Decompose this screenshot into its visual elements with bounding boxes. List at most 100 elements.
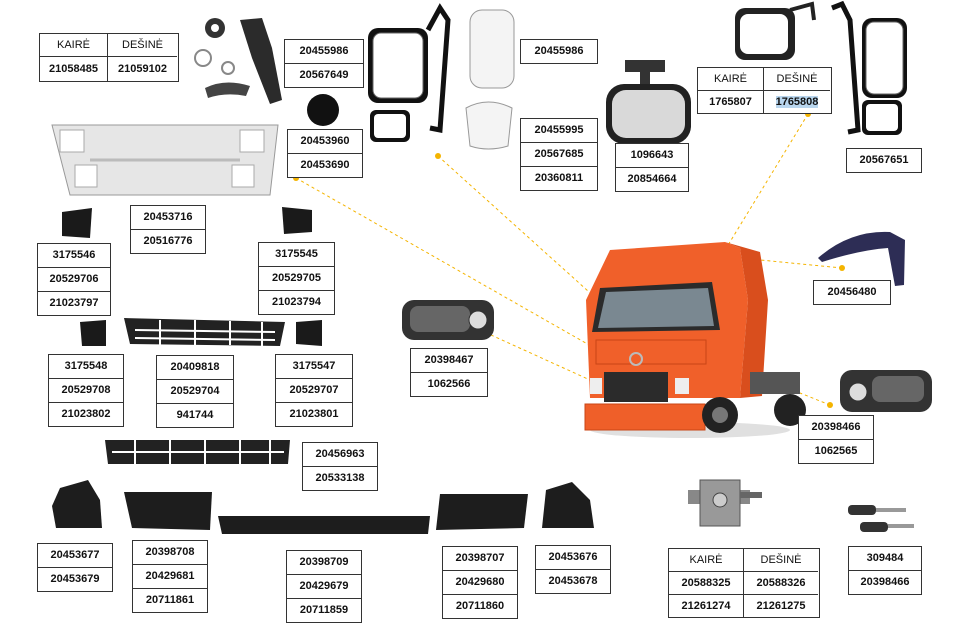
part-number: 20398707 xyxy=(443,547,517,571)
part-box-step-mechanism: 20455986 20567649 xyxy=(284,39,364,88)
part-number: 20398709 xyxy=(287,551,361,575)
part-number: 20453960 xyxy=(288,130,362,154)
mirror-glass-b-icon xyxy=(465,101,513,150)
part-number: 20398466 xyxy=(860,576,910,588)
side-trim-right-upper-icon xyxy=(282,207,312,234)
part-number: 20429681 xyxy=(133,565,207,589)
part-number: 20429679 xyxy=(287,575,361,599)
part-number: 3175546 xyxy=(38,244,110,268)
part-number: 20529707 xyxy=(276,379,352,403)
part-number: 20529706 xyxy=(38,268,110,292)
side-trim-left-lower-icon xyxy=(80,320,106,346)
part-number: 3175545 xyxy=(259,243,334,267)
side-trim-right-lower-icon xyxy=(296,320,322,346)
table-value: 20588326 xyxy=(744,572,818,595)
door-lock-icon xyxy=(688,479,762,527)
mirror-glass-a-icon xyxy=(469,9,515,89)
table-header-right: DEŠINĖ xyxy=(744,549,818,572)
table-value-right: 21059102 xyxy=(118,63,167,75)
part-number: 20529708 xyxy=(49,379,123,403)
part-box-side-right-upper: 3175545 20529705 21023794 xyxy=(258,242,335,315)
part-number: 1062565 xyxy=(814,445,858,457)
bumper-center-icon xyxy=(218,516,430,534)
part-box-cap: 20453960 20453690 xyxy=(287,129,363,178)
part-number: 20529704 xyxy=(157,380,233,404)
highlighted-part-number[interactable]: 1765808 xyxy=(775,96,819,108)
part-box-mirror-right: 20567651 xyxy=(846,148,922,173)
part-number: 20429680 xyxy=(443,571,517,595)
mirror-left-side-table: KAIRĖ DEŠINĖ 21058485 21059102 xyxy=(39,33,179,82)
bumper-left-icon xyxy=(124,492,212,530)
part-box-keys: 309484 20398466 xyxy=(848,546,922,595)
table-value: 21261275 xyxy=(756,600,806,612)
part-number: 20409818 xyxy=(157,356,233,380)
part-number: 20398708 xyxy=(133,541,207,565)
part-number: 20711860 xyxy=(455,600,505,612)
part-box-side-left-upper: 3175546 20529706 21023797 xyxy=(37,243,111,316)
part-number: 20453716 xyxy=(131,206,205,230)
headlamp-center-icon xyxy=(402,300,494,340)
part-number: 1062566 xyxy=(427,378,471,390)
part-number: 20398466 xyxy=(799,416,873,440)
part-number: 20360811 xyxy=(534,172,584,184)
table-header-right: DEŠINĖ xyxy=(764,68,830,91)
part-box-bumper-right: 20398707 20429680 20711860 xyxy=(442,546,518,619)
mirror-right-side-table: KAIRĖ DEŠINĖ 1765807 1765808 xyxy=(697,67,832,114)
cap-icon xyxy=(307,94,339,126)
part-box-mirror-glass-a: 20455986 xyxy=(520,39,598,64)
truck-icon xyxy=(584,242,806,438)
corner-right-icon xyxy=(542,482,594,528)
grille-panel-icon xyxy=(51,124,279,196)
part-number: 20516776 xyxy=(143,235,193,247)
part-number: 20453678 xyxy=(548,575,598,587)
part-box-bumper-center: 20398709 20429679 20711859 xyxy=(286,550,362,623)
part-number: 20455986 xyxy=(534,45,584,57)
part-number: 20453679 xyxy=(50,573,100,585)
table-header-left: KAIRĖ xyxy=(40,34,108,57)
part-number: 20567649 xyxy=(299,69,349,81)
part-box-mirror-glass-b: 20455995 20567685 20360811 xyxy=(520,118,598,191)
front-mirror-icon xyxy=(606,60,691,144)
bottom-grille-icon xyxy=(105,440,290,464)
table-header-left: KAIRĖ xyxy=(669,549,744,572)
table-value-left: 21058485 xyxy=(40,57,108,81)
part-number: 20567685 xyxy=(521,143,597,167)
part-number: 3175547 xyxy=(276,355,352,379)
part-number: 20533138 xyxy=(315,472,365,484)
part-number: 20455986 xyxy=(285,40,363,64)
table-value-right: 1765808 xyxy=(764,91,830,113)
part-box-bumper-left: 20398708 20429681 20711861 xyxy=(132,540,208,613)
part-number: 21023801 xyxy=(289,408,339,420)
table-value: 20588325 xyxy=(669,572,744,595)
part-number: 20711861 xyxy=(145,594,195,606)
mirror-left-icon xyxy=(368,3,451,142)
door-lock-table: KAIRĖ DEŠINĖ 20588325 20588326 21261274 … xyxy=(668,548,820,618)
part-number: 21023794 xyxy=(272,296,321,308)
part-box-grille-panel: 20453716 20516776 xyxy=(130,205,206,254)
bumper-right-icon xyxy=(436,494,528,530)
part-number: 20456480 xyxy=(827,286,877,298)
part-box-side-left-lower: 3175548 20529708 21023802 xyxy=(48,354,124,427)
part-number: 1096643 xyxy=(616,144,688,168)
part-box-lower-grille: 20409818 20529704 941744 xyxy=(156,355,234,428)
side-trim-left-upper-icon xyxy=(62,208,92,238)
part-box-bottom-grille: 20456963 20533138 xyxy=(302,442,378,491)
part-number: 20453676 xyxy=(536,546,610,570)
part-number: 20453677 xyxy=(38,544,112,568)
part-box-corner-right: 20453676 20453678 xyxy=(535,545,611,594)
part-number: 20529705 xyxy=(259,267,334,291)
mirror-small-right-icon xyxy=(735,1,816,60)
headlamp-right-icon xyxy=(840,370,932,412)
table-header-left: KAIRĖ xyxy=(698,68,764,91)
part-number: 20711859 xyxy=(299,604,349,616)
part-box-side-right-lower: 3175547 20529707 21023801 xyxy=(275,354,353,427)
table-header-right: DEŠINĖ xyxy=(108,34,177,57)
part-number: 20456963 xyxy=(303,443,377,467)
part-number: 941744 xyxy=(176,409,214,421)
table-value-left: 1765807 xyxy=(698,91,764,113)
part-number: 3175548 xyxy=(49,355,123,379)
part-box-front-mirror: 1096643 20854664 xyxy=(615,143,689,192)
corner-left-icon xyxy=(52,480,102,528)
sun-visor-icon xyxy=(818,231,905,286)
part-number: 309484 xyxy=(849,547,921,571)
